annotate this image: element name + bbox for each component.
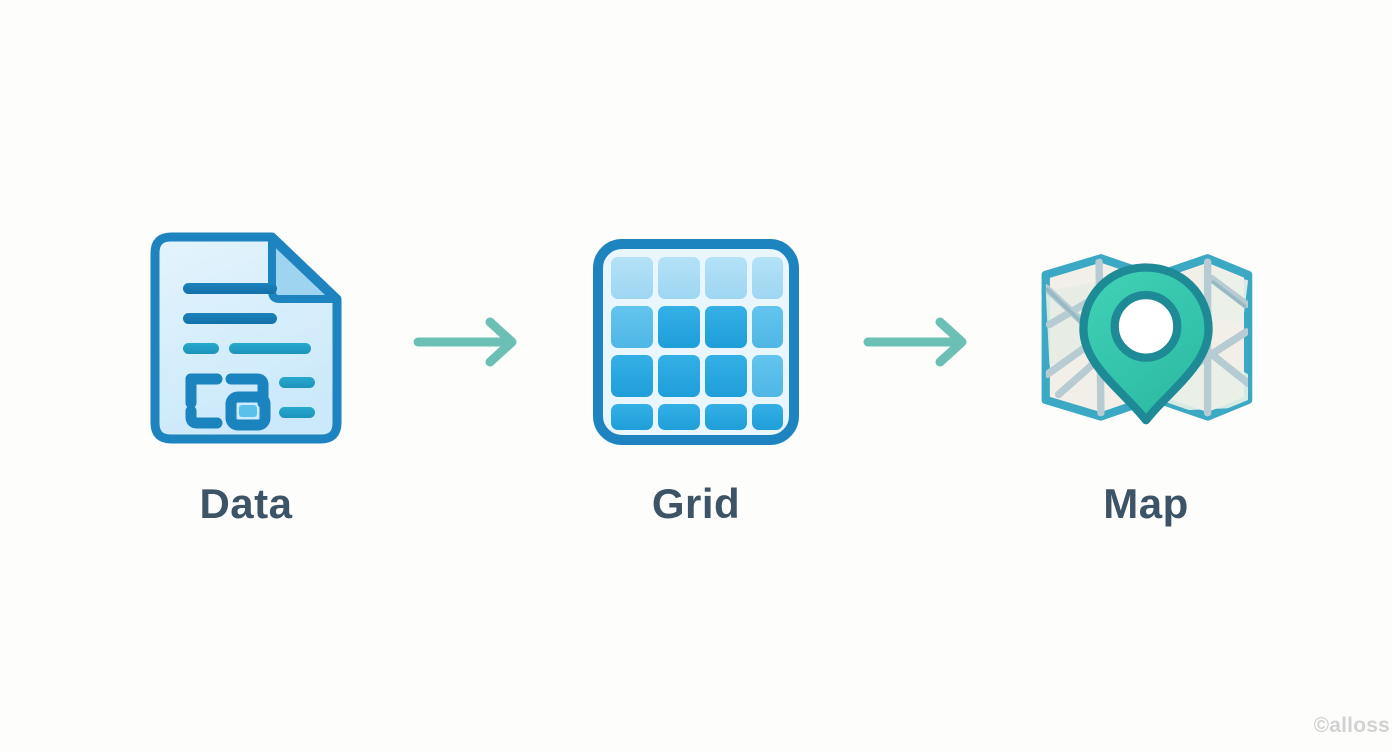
stage-label-data: Data [199,480,293,527]
pipeline-stage-map: Map [996,227,1296,525]
grid-icon [581,227,811,457]
pipeline-stage-data: Data [96,227,396,525]
document-icon [131,227,361,457]
pipeline-stage-grid: Grid [546,227,846,525]
arrow-grid-to-map [846,227,996,457]
arrow-data-to-grid [396,227,546,457]
stage-label-map: Map [1103,480,1189,527]
stage-label-grid: Grid [651,480,741,527]
watermark: ©alloss [1313,714,1390,737]
map-pin-icon [1031,227,1261,457]
